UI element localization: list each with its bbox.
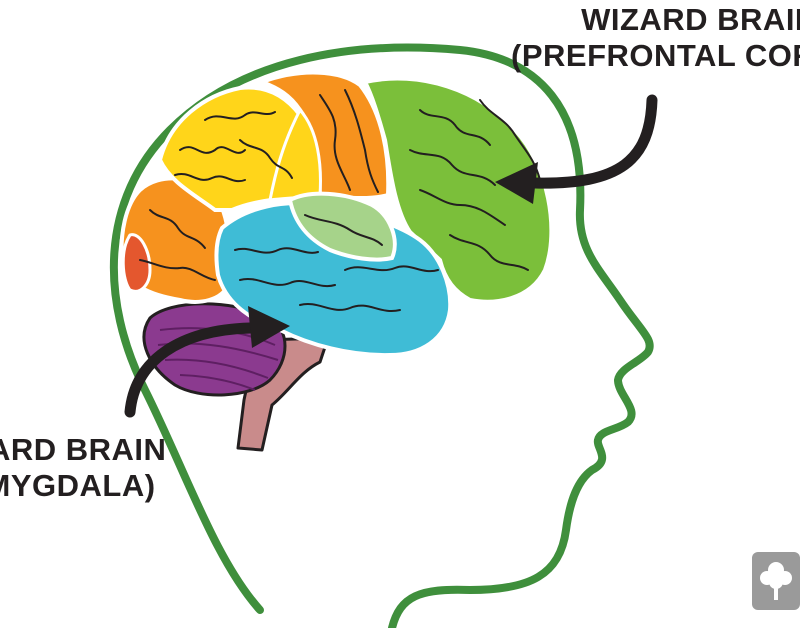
tree-icon [752,552,800,610]
lizard-brain-title: LIZARD BRAIN [0,432,167,467]
wizard-brain-title: WIZARD BRAIN [581,2,800,37]
wizard-brain-label: WIZARD BRAIN (PREFRONTAL CORTEX) [511,2,800,74]
lizard-brain-subtitle: (AMYGDALA) [0,468,156,503]
frontal-lobe [361,76,554,304]
brain-sulci [139,89,541,313]
arrow-to-prefrontal [495,94,658,204]
arrow-to-amygdala [124,306,290,418]
lizard-brain-label: LIZARD BRAIN (AMYGDALA) [0,432,166,504]
occipital-tip [121,233,152,293]
head-outline [109,43,654,628]
tree-icon-shape [760,562,792,600]
wizard-brain-subtitle: (PREFRONTAL CORTEX) [511,38,800,73]
